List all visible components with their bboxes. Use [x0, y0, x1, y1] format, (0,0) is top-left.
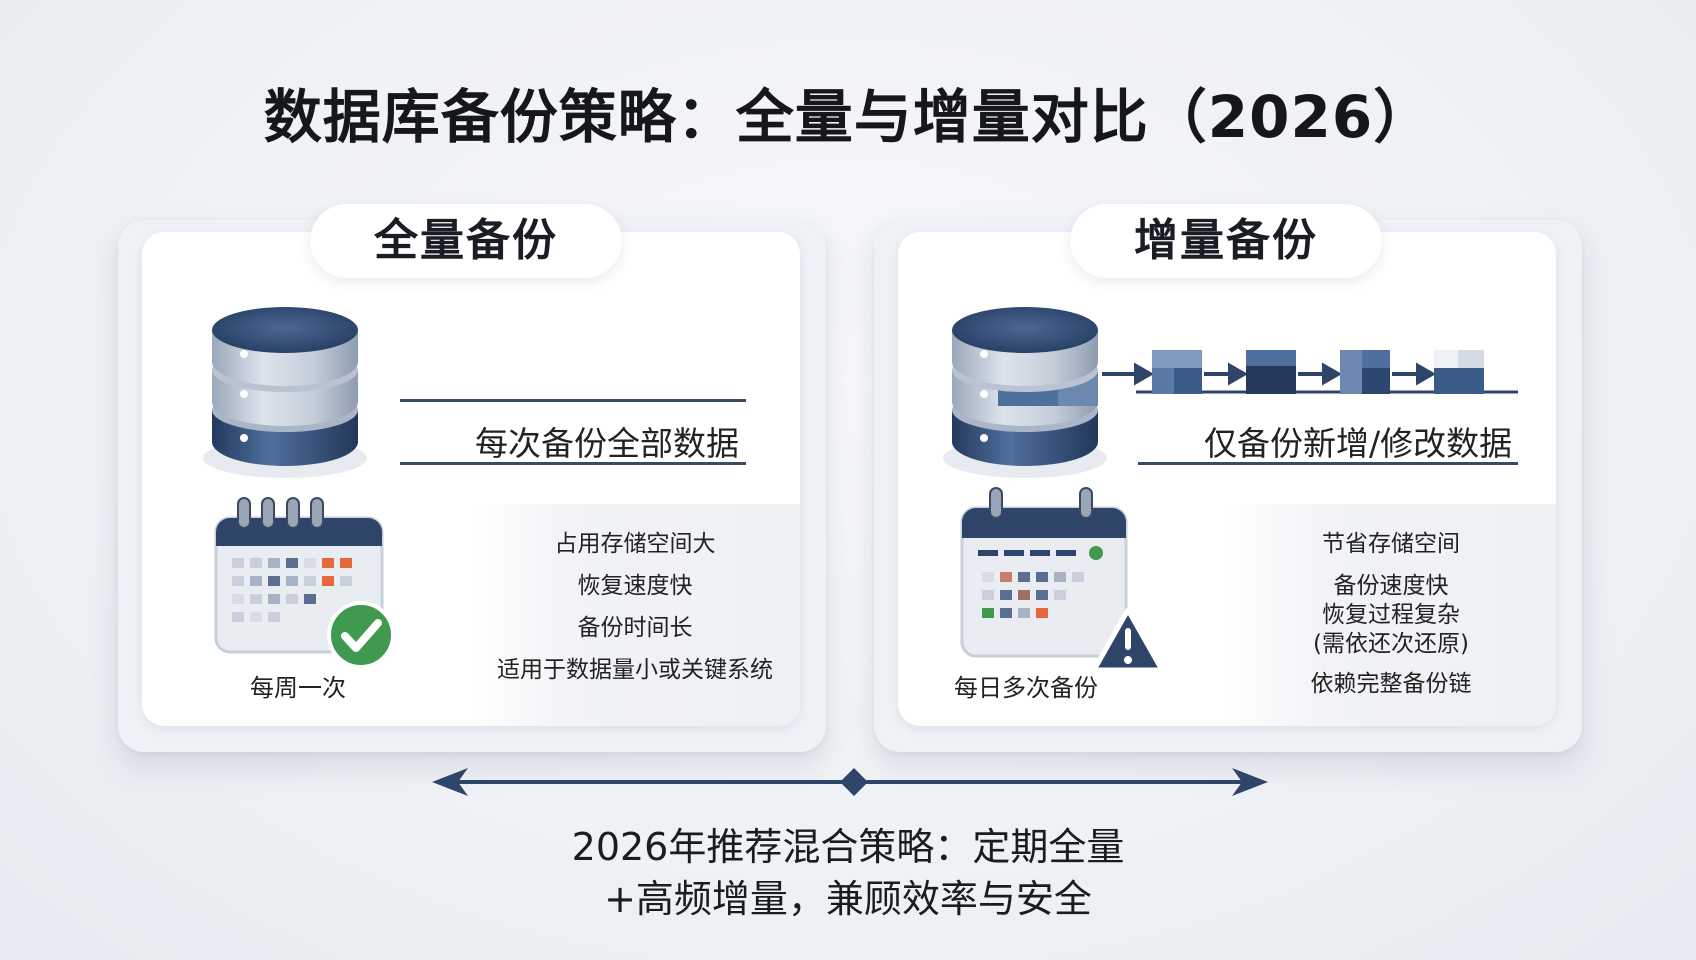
warning-icon — [1091, 607, 1165, 673]
incremental-backup-tab: 增量备份 — [1070, 204, 1382, 278]
incremental-backup-schedule: 每日多次备份 — [954, 674, 1098, 702]
full-feature-restore: 恢复速度快 — [577, 573, 693, 599]
incr-feature-chain: 依赖完整备份链 — [1310, 671, 1472, 697]
incremental-backup-card: 仅备份新增/修改数据 每日多次备份 节省存储空间 备份速度快 恢复过程复杂 (需… — [898, 232, 1556, 726]
full-feature-usage: 适用于数据量小或关键系统 — [497, 657, 773, 683]
full-backup-tab: 全量备份 — [310, 204, 622, 278]
increment-block-2 — [1246, 350, 1296, 394]
database-icon — [943, 307, 1107, 478]
full-backup-description: 每次备份全部数据 — [475, 424, 739, 463]
description-bottom-rule — [1138, 462, 1518, 465]
increment-block-3 — [1340, 350, 1390, 394]
calendar-icon — [960, 487, 1128, 658]
summary-line-1: 2026年推荐混合策略：定期全量 — [571, 825, 1125, 869]
incremental-backup-description: 仅备份新增/修改数据 — [1204, 424, 1513, 463]
incr-feature-restore: 恢复过程复杂 — [1322, 602, 1460, 628]
incremental-backup-panel: 仅备份新增/修改数据 每日多次备份 节省存储空间 备份速度快 恢复过程复杂 (需… — [874, 204, 1582, 752]
full-backup-illustration — [203, 307, 395, 669]
incremental-backup-illustration — [943, 307, 1518, 673]
full-backup-panel: 每次备份全部数据 每周一次 占用存储空间大 恢复速度快 备份时间长 适用于数据量… — [118, 204, 826, 752]
description-top-rule — [400, 399, 746, 402]
full-backup-card: 每次备份全部数据 每周一次 占用存储空间大 恢复速度快 备份时间长 适用于数据量… — [142, 232, 800, 726]
incr-feature-restore-note: (需依还次还原) — [1313, 631, 1469, 657]
description-bottom-rule — [400, 462, 746, 465]
database-icon — [203, 307, 367, 478]
summary-line-2: +高频增量，兼顾效率与安全 — [604, 877, 1092, 921]
full-feature-duration: 备份时间长 — [577, 615, 693, 641]
incremental-backup-info-area — [1226, 504, 1556, 726]
increment-block-4 — [1434, 350, 1484, 394]
check-icon — [327, 601, 395, 669]
increment-block-1 — [1152, 350, 1202, 394]
page-title: 数据库备份策略：全量与增量对比（2026） — [263, 83, 1433, 151]
full-backup-schedule: 每周一次 — [250, 674, 346, 702]
incremental-chain-icon — [1102, 350, 1518, 394]
incr-feature-storage: 节省存储空间 — [1322, 531, 1460, 557]
incr-feature-speed: 备份速度快 — [1333, 573, 1449, 599]
full-feature-storage: 占用存储空间大 — [554, 531, 716, 557]
full-backup-info-area — [470, 504, 800, 726]
